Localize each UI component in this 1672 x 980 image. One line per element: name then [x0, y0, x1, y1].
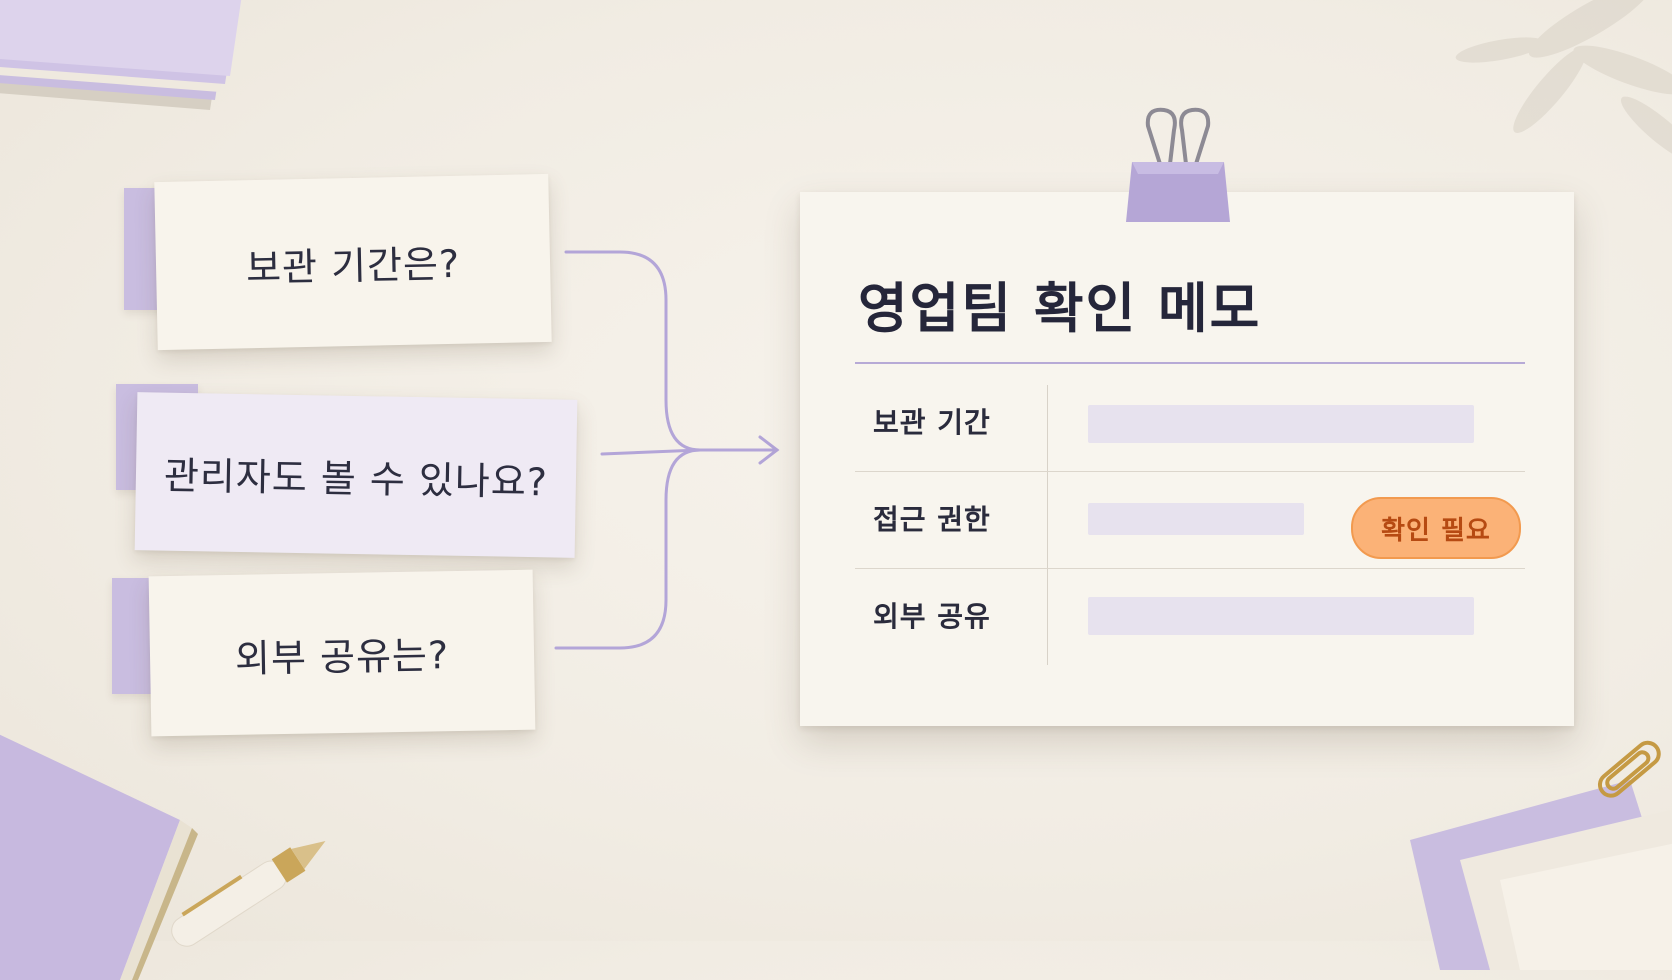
binder-clip-icon	[1126, 107, 1230, 222]
memo-row: 접근 권한 확인 필요	[855, 471, 1525, 569]
redacted-value-bar	[1088, 597, 1474, 635]
memo-title: 영업팀 확인 메모	[858, 277, 1262, 340]
title-divider	[855, 362, 1525, 364]
redacted-value-bar	[1088, 405, 1474, 443]
memo-row: 보관 기간	[855, 374, 1525, 472]
question-label: 외부 공유는?	[234, 632, 450, 681]
pen-icon	[171, 840, 326, 947]
paperclip-icon	[1597, 740, 1661, 798]
row-label: 외부 공유	[873, 600, 991, 633]
question-label: 관리자도 볼 수 있나요?	[163, 453, 549, 504]
status-badge: 확인 필요	[1351, 497, 1521, 559]
redacted-value-bar	[1088, 503, 1304, 535]
question-label: 보관 기간은?	[245, 241, 461, 290]
question-card: 외부 공유는?	[148, 569, 536, 737]
memo-card: 영업팀 확인 메모 보관 기간 접근 권한 확인 필요 외부 공유	[800, 192, 1574, 726]
row-label: 보관 기간	[873, 406, 991, 439]
arrow-right-icon	[758, 435, 780, 465]
leaf-shadow-decoration	[1455, 0, 1672, 164]
paper-stack-decoration-right	[1410, 780, 1672, 970]
question-card: 관리자도 볼 수 있나요?	[134, 392, 578, 558]
column-divider	[1047, 385, 1048, 665]
memo-row: 외부 공유	[855, 568, 1525, 665]
paper-stack-decoration	[0, 0, 242, 110]
question-card: 보관 기간은?	[154, 173, 552, 351]
row-label: 접근 권한	[873, 503, 991, 536]
